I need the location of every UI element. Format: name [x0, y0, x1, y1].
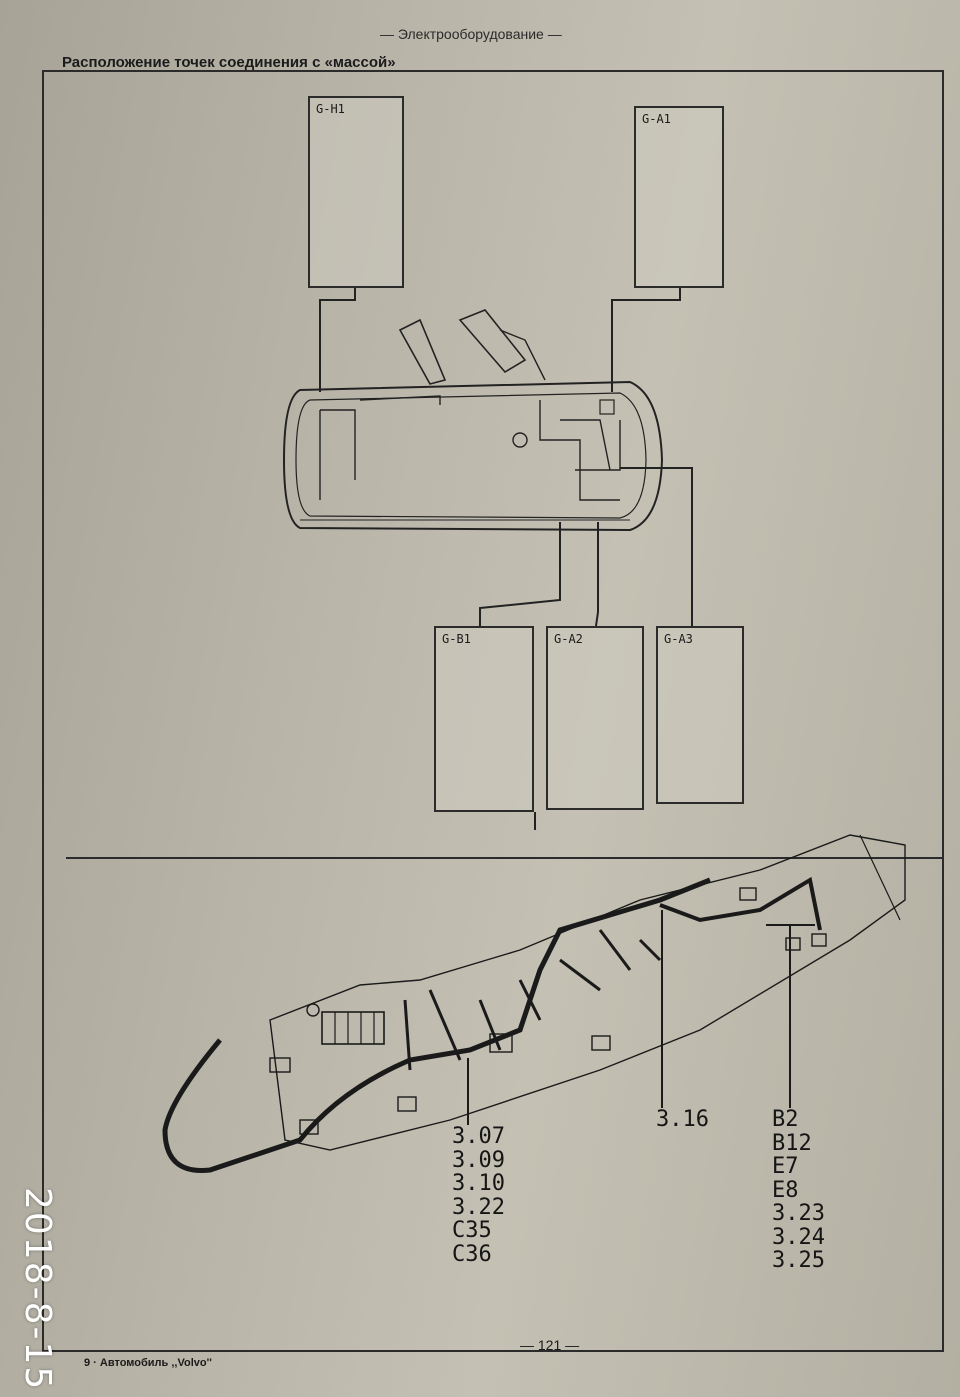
callout-label: G-H1	[316, 102, 345, 116]
callout-g-a1: G-A1	[634, 106, 724, 288]
ref-item: B12	[772, 1130, 812, 1156]
refs-left-group: 3.07 3.09 3.10 3.22 C35 C36	[452, 1125, 505, 1266]
ref-item: 3.10	[452, 1171, 505, 1196]
diagram-frame	[42, 70, 944, 1352]
ref-item: 3.09	[452, 1147, 505, 1173]
ref-item: 3.07	[452, 1124, 505, 1149]
ref-item: 3.23	[772, 1201, 825, 1226]
ref-item: C35	[452, 1218, 492, 1243]
callout-g-a3: G-A3	[656, 626, 744, 804]
callout-label: G-B1	[442, 632, 471, 646]
ref-item: 3.24	[772, 1224, 825, 1250]
callout-label: G-A3	[664, 632, 693, 646]
refs-middle-group: 3.16	[656, 1108, 709, 1132]
ref-item: E7	[772, 1154, 799, 1179]
running-header: — Электрооборудование —	[380, 26, 562, 42]
ref-item: 3.25	[772, 1248, 825, 1273]
callout-label: G-A1	[642, 112, 671, 126]
section-title: Расположение точек соединения с «массой»	[62, 54, 396, 71]
ref-item: C36	[452, 1241, 492, 1267]
car-top-view	[282, 309, 664, 532]
page-number: — 121 —	[520, 1337, 580, 1353]
footer-note: 9 · Автомобиль ,,Volvo''	[84, 1357, 212, 1369]
callout-g-h1: G-H1	[308, 96, 404, 288]
refs-right-group: B2 B12 E7 E8 3.23 3.24 3.25	[772, 1108, 825, 1273]
diagram-divider	[66, 857, 944, 859]
ref-item: E8	[772, 1177, 799, 1203]
callout-g-a2: G-A2	[546, 626, 644, 810]
leader-lines	[319, 288, 693, 830]
photo-date-stamp: 2018-8-15	[17, 1187, 58, 1392]
dashboard-harness	[162, 834, 906, 1173]
callout-g-b1: G-B1	[434, 626, 534, 812]
ref-item: 3.22	[452, 1194, 505, 1220]
ref-item: B2	[772, 1107, 799, 1132]
callout-label: G-A2	[554, 632, 583, 646]
ref-item: 3.16	[656, 1107, 709, 1132]
